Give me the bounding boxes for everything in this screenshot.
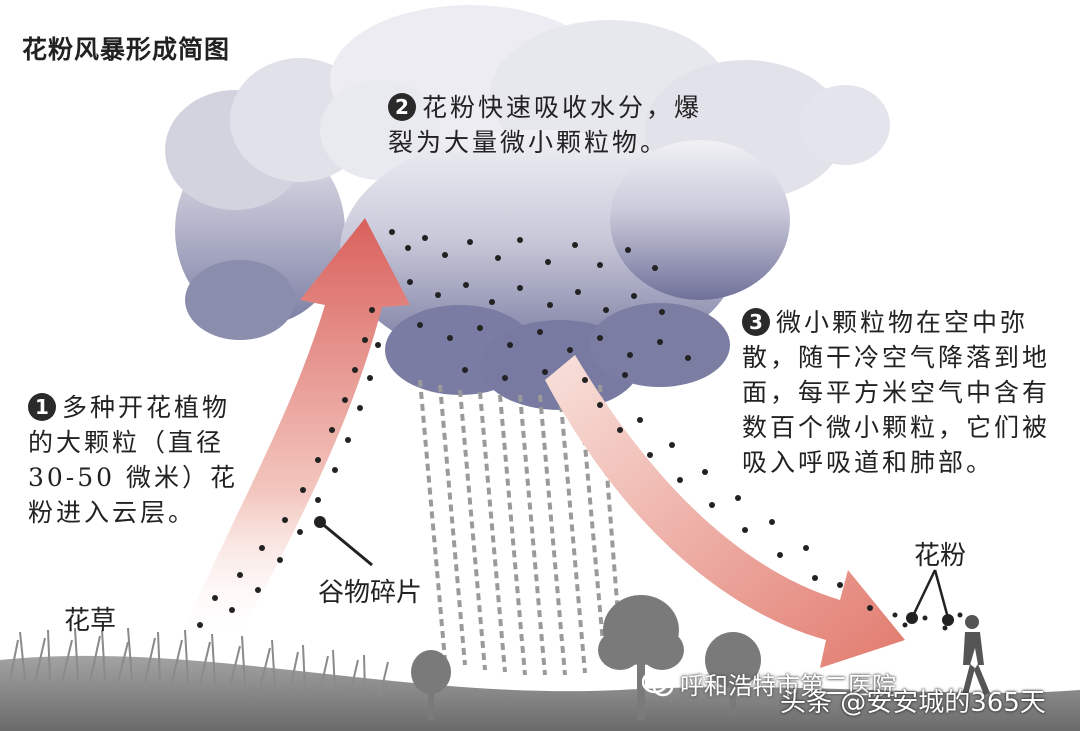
grass-label: 花草 xyxy=(64,606,117,636)
step-3-line-3: 面，每平方米空气中含有 xyxy=(742,378,1051,407)
grass xyxy=(9,627,389,697)
diagram-title: 花粉风暴形成简图 xyxy=(22,35,231,64)
trees xyxy=(411,595,761,720)
pollen-pointer xyxy=(906,569,954,626)
step-1-line-2: 的大颗粒（直径 xyxy=(28,428,225,457)
watermark-author: 头条 @安安城的365天 xyxy=(780,688,1046,718)
step-1-line-3: 30-50 微米）花 xyxy=(28,463,239,492)
step-2-line-2: 裂为大量微小颗粒物。 xyxy=(388,128,669,157)
downward-arrow xyxy=(545,355,905,668)
grain-fragment-pointer xyxy=(314,516,373,567)
storm-cloud xyxy=(165,5,890,410)
pollen-label: 花粉 xyxy=(914,541,967,571)
watermark-source: 呼和浩特市第二医院 xyxy=(680,672,896,700)
step-3-line-5: 吸入呼吸道和肺部。 xyxy=(742,448,995,477)
step-2-number: 2 xyxy=(388,93,416,121)
step-2-line-1: 花粉快速吸收水分，爆 xyxy=(422,93,703,122)
step-1-line-4: 粉进入云层。 xyxy=(28,498,197,527)
step-3-line-1: 微小颗粒物在空中弥 xyxy=(776,308,1029,337)
upward-arrow xyxy=(180,218,410,645)
wechat-icon xyxy=(642,670,674,697)
step-3-line-2: 散，随干冷空气降落到地 xyxy=(742,343,1051,372)
step-1-line-1: 多种开花植物 xyxy=(62,393,231,422)
step-3-number: 3 xyxy=(742,308,770,336)
pollen-particles xyxy=(197,229,963,631)
grain-fragments-label: 谷物碎片 xyxy=(318,578,423,608)
walking-person xyxy=(962,615,990,695)
ground xyxy=(0,655,1080,731)
step-1-number: 1 xyxy=(28,393,56,421)
step-3-line-4: 数百个微小颗粒，它们被 xyxy=(742,413,1051,442)
